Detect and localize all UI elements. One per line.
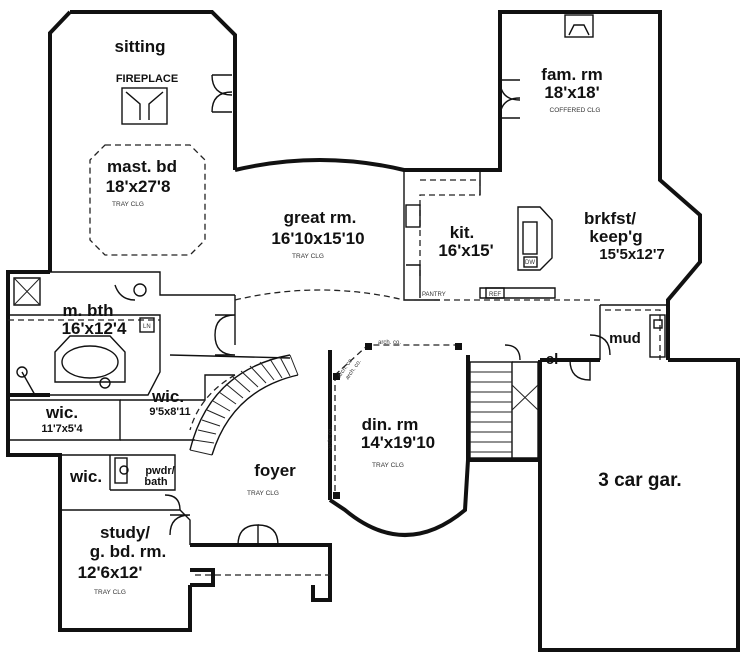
note-great-room: TRAY CLG — [292, 253, 324, 260]
fireplace-family — [564, 14, 594, 38]
label-family-room-size: 18'x18' — [544, 83, 599, 102]
label-powder: pwdr/ — [145, 465, 174, 477]
label-breakfast-2: keep'g — [589, 227, 642, 246]
columns — [333, 343, 462, 499]
ceiling-lines — [8, 144, 661, 576]
curved-stair — [189, 354, 299, 456]
bath-vanities — [13, 277, 155, 389]
label-dining: din. rm — [362, 415, 419, 434]
bath-tub — [54, 335, 126, 383]
note-master-bed: TRAY CLG — [112, 201, 144, 208]
note-foyer: TRAY CLG — [247, 490, 279, 497]
label-kitchen: kit. — [450, 223, 475, 242]
label-wic-big-size: 9'5x8'11 — [149, 406, 190, 418]
note-dining: TRAY CLG — [372, 462, 404, 469]
label-wic-big: wic. — [151, 387, 184, 406]
label-garage: 3 car gar. — [598, 470, 681, 491]
note-study: TRAY CLG — [94, 589, 126, 596]
label-arch-1: arch. co. — [378, 340, 401, 346]
label-powder-2: bath — [144, 476, 168, 488]
straight-stair — [469, 361, 539, 459]
label-breakfast: brkfst/ — [584, 209, 636, 228]
note-family-room: COFFERED CLG — [550, 107, 601, 114]
label-study-size: 12'6x12' — [78, 563, 143, 582]
label-master-bed-size: 18'x27'8 — [106, 177, 171, 196]
label-wic-small-size: 11'7x5'4 — [41, 423, 83, 435]
label-study: study/ — [100, 523, 150, 542]
label-sitting: sitting — [115, 37, 166, 56]
label-kitchen-size: 16'x15' — [438, 241, 493, 260]
kitchen-counters — [405, 204, 556, 299]
label-dining-size: 14'x19'10 — [361, 433, 435, 452]
mud-bench — [649, 314, 666, 358]
label-ref: REF — [489, 292, 501, 298]
label-closet: cl — [546, 351, 559, 368]
label-master-bath: m. bth — [63, 301, 114, 320]
label-great-room: great rm. — [284, 208, 357, 227]
label-great-room-size: 16'10x15'10 — [271, 229, 364, 248]
label-ln: LN — [143, 324, 151, 330]
label-dw: DW — [525, 260, 535, 266]
label-breakfast-size: 15'5x12'7 — [599, 246, 665, 263]
label-pantry: PANTRY — [422, 292, 446, 298]
kitchen-island — [517, 206, 553, 271]
doors — [164, 74, 611, 546]
room-labels: sitting FIREPLACE mast. bd 18'x27'8 TRAY… — [41, 37, 681, 596]
label-wic-study: wic. — [69, 467, 102, 486]
label-mud: mud — [609, 330, 641, 347]
label-wic-small: wic. — [45, 403, 78, 422]
label-fireplace: FIREPLACE — [116, 73, 178, 85]
label-family-room: fam. rm — [541, 65, 602, 84]
label-arch-4: arch. co. — [328, 427, 334, 450]
fireplace-master — [121, 87, 168, 125]
label-master-bath-size: 16'x12'4 — [62, 319, 127, 338]
label-foyer: foyer — [254, 461, 296, 480]
label-study-2: g. bd. rm. — [90, 542, 167, 561]
powder-fixtures — [114, 457, 129, 484]
label-master-bed: mast. bd — [107, 157, 177, 176]
